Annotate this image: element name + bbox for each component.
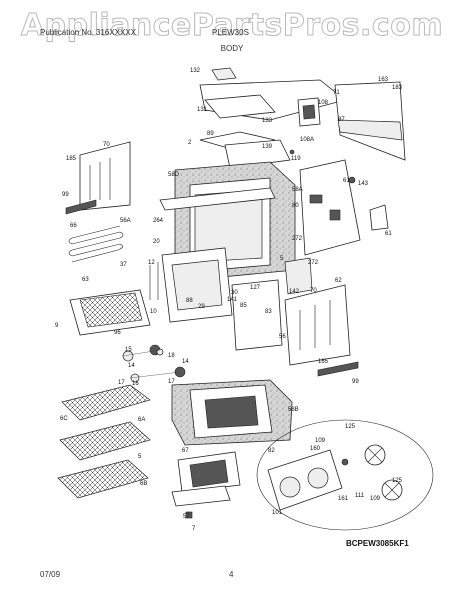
- callout: 125: [345, 424, 356, 430]
- callout: 56: [279, 334, 286, 340]
- callout: 15: [125, 347, 132, 353]
- callout: 14: [182, 359, 189, 365]
- callout: 5: [280, 256, 284, 262]
- callout: 272: [292, 236, 303, 242]
- callout: 163: [378, 77, 389, 83]
- callout: 6C: [60, 416, 68, 422]
- callout: 132: [190, 68, 201, 74]
- side-panel-left: [79, 141, 131, 211]
- callout: 12: [148, 260, 155, 266]
- callout: 58B: [288, 407, 299, 413]
- callout: 109: [315, 438, 326, 444]
- callout: 89: [207, 131, 214, 137]
- callout: 143: [358, 181, 369, 187]
- callout: 57: [183, 514, 190, 520]
- callout: 17: [118, 380, 125, 386]
- callout: 17: [168, 379, 175, 385]
- callout: 71: [333, 90, 340, 96]
- callout: 9: [55, 323, 59, 329]
- bake-cover: [171, 451, 241, 519]
- callout: 16: [132, 381, 139, 387]
- callout: 67: [182, 448, 189, 454]
- callout: 142: [289, 289, 300, 295]
- callout: 87: [338, 117, 345, 123]
- bake-element: [68, 225, 124, 263]
- broil-pan: [69, 289, 151, 336]
- callout: 14: [128, 363, 135, 369]
- callout: 56A: [120, 218, 131, 224]
- callout-labels: 132 163 183 71 131 108 133 87 89 108A 2 …: [55, 68, 403, 532]
- callout: 62: [335, 278, 342, 284]
- callout: 109: [370, 496, 381, 502]
- callout: 61: [385, 231, 392, 237]
- callout: 185: [66, 156, 77, 162]
- callout: 61: [343, 178, 350, 184]
- callout: 165: [318, 359, 329, 365]
- back-panel: [334, 81, 406, 161]
- callout: 7: [192, 526, 196, 532]
- callout: 133: [262, 118, 273, 124]
- callout: 29: [198, 304, 205, 310]
- bracket-left: [65, 199, 97, 215]
- callout: 141: [227, 297, 238, 303]
- callout: 108A: [300, 137, 314, 143]
- callout: 111: [355, 493, 365, 499]
- page-number: 4: [229, 570, 234, 579]
- diagram-code: BCPEW3085KF1: [346, 539, 409, 548]
- callout: 37: [120, 262, 127, 268]
- callout: 108: [318, 100, 329, 106]
- callout: 2: [188, 140, 192, 146]
- callout: 127: [250, 285, 261, 291]
- callout: 99: [352, 379, 359, 385]
- watermark: AppliancePartsPros.com: [20, 8, 444, 44]
- right-side-wiring: [299, 159, 389, 256]
- callout: 58A: [292, 187, 303, 193]
- control-bracket: [199, 131, 295, 169]
- callout: 131: [197, 107, 208, 113]
- callout: 183: [392, 85, 403, 91]
- oven-racks: [57, 384, 151, 499]
- callout: 6B: [140, 481, 147, 487]
- callout: 10: [150, 309, 157, 315]
- callout: 6A: [138, 417, 145, 423]
- callout: 80: [292, 203, 299, 209]
- callout: 58D: [168, 172, 180, 178]
- footer-date: 07/09: [40, 570, 61, 579]
- callout: 139: [262, 144, 273, 150]
- exploded-parts-diagram: 132 163 183 71 131 108 133 87 89 108A 2 …: [55, 67, 434, 532]
- callout: 66: [70, 223, 77, 229]
- side-panel-right: [284, 284, 359, 377]
- callout: 101: [272, 510, 283, 516]
- callout: 30: [231, 290, 238, 296]
- front-frame: [149, 247, 233, 323]
- callout: 272: [308, 260, 319, 266]
- vent-duct: [297, 97, 321, 127]
- callout: 70: [103, 142, 110, 148]
- model-label: PLEW30S: [212, 28, 249, 37]
- callout: 70: [310, 288, 317, 294]
- callout: 82: [268, 448, 275, 454]
- bottom-frame: [171, 379, 293, 446]
- callout: 85: [240, 303, 247, 309]
- callout: 5: [138, 454, 142, 460]
- switch-parts: [122, 344, 186, 383]
- callout: 119: [291, 156, 301, 162]
- callout: 264: [153, 218, 164, 224]
- callout: 161: [338, 496, 349, 502]
- callout: 83: [265, 309, 272, 315]
- door-frame-parts: [231, 257, 313, 351]
- callout: 20: [153, 239, 160, 245]
- callout: 96: [114, 330, 121, 336]
- top-panel: [199, 67, 346, 121]
- callout: 160: [310, 446, 321, 452]
- callout: 99: [62, 192, 69, 198]
- section-title: BODY: [220, 44, 244, 53]
- callout: 88: [186, 298, 193, 304]
- convection-fan-inset: [256, 419, 434, 531]
- publication-label: Publication No. 316XXXXX: [40, 28, 137, 37]
- callout: 18: [168, 353, 175, 359]
- callout: 125: [392, 478, 403, 484]
- callout: 63: [82, 277, 89, 283]
